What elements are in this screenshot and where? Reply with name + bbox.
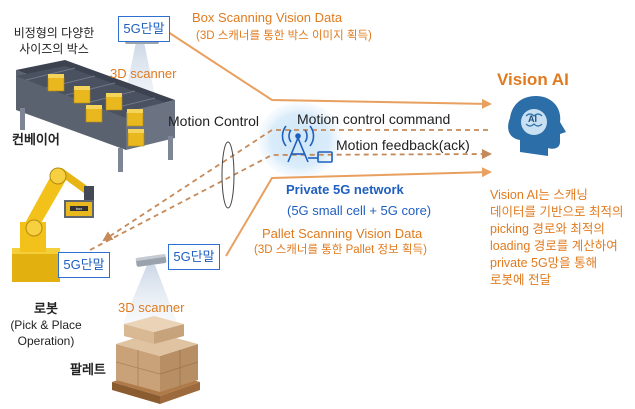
motion-control-command-label: Motion control command <box>297 111 451 127</box>
svg-text:box: box <box>76 206 82 211</box>
vision-ai-title: Vision AI <box>497 70 569 89</box>
antenna-icon <box>281 125 333 163</box>
vision-ai-desc-2: 데이터를 기반으로 최적의 <box>490 205 624 219</box>
network-sub: (5G small cell + 5G core) <box>287 203 432 218</box>
vision-ai-desc-1: Vision AI는 스캐닝 <box>490 188 588 202</box>
box-scan-arrow <box>167 31 492 109</box>
motion-control-ellipse <box>221 141 235 209</box>
motion-command-arrow <box>102 129 488 242</box>
scanner-top-label: 3D scanner <box>110 66 177 81</box>
pallet-label: 팔레트 <box>70 362 106 377</box>
box-scan-sub: (3D 스캐너를 통한 박스 이미지 획득) <box>196 30 372 42</box>
vision-ai-desc-6: 로봇에 전달 <box>490 273 551 287</box>
pallet-illustration <box>112 316 200 404</box>
motion-feedback-label: Motion feedback(ack) <box>336 137 470 153</box>
vision-ai-desc-5: private 5G망을 통해 <box>490 256 598 270</box>
conveyor-illustration <box>16 60 175 172</box>
pallet-scan-arrow <box>225 167 492 257</box>
terminal-bottom-box: 5G단말 <box>168 244 220 270</box>
terminal-robot-box: 5G단말 <box>58 252 110 278</box>
ai-head-icon <box>508 96 566 156</box>
scanner-bottom-label: 3D scanner <box>118 300 185 315</box>
scanner-bottom-device <box>135 254 167 267</box>
pallet-scan-title: Pallet Scanning Vision Data <box>262 226 423 241</box>
conveyor-label: 컨베이어 <box>12 132 60 147</box>
box-title-line2: 사이즈의 박스 <box>19 42 89 56</box>
pallet-scan-sub: (3D 스캐너를 통한 Pallet 정보 획득) <box>254 244 427 256</box>
vision-ai-desc-4: loading 경로를 계산하여 <box>490 239 618 253</box>
robot-label-line1: 로봇 <box>34 301 58 316</box>
robot-illustration: box <box>12 167 94 282</box>
network-title: Private 5G network <box>286 182 404 197</box>
network-glow <box>258 102 342 178</box>
box-title-line1: 비정형의 다양한 <box>13 26 95 40</box>
motion-control-label: Motion Control <box>168 113 260 129</box>
terminal-top-box: 5G단말 <box>118 16 170 42</box>
robot-label-line3: Operation) <box>17 334 75 348</box>
scanner-bottom-beam <box>120 265 180 330</box>
robot-label-line2: (Pick & Place <box>10 318 82 332</box>
box-scan-title: Box Scanning Vision Data <box>192 10 343 25</box>
ai-badge: AI <box>528 114 537 124</box>
vision-ai-desc-3: picking 경로와 최적의 <box>490 222 605 236</box>
